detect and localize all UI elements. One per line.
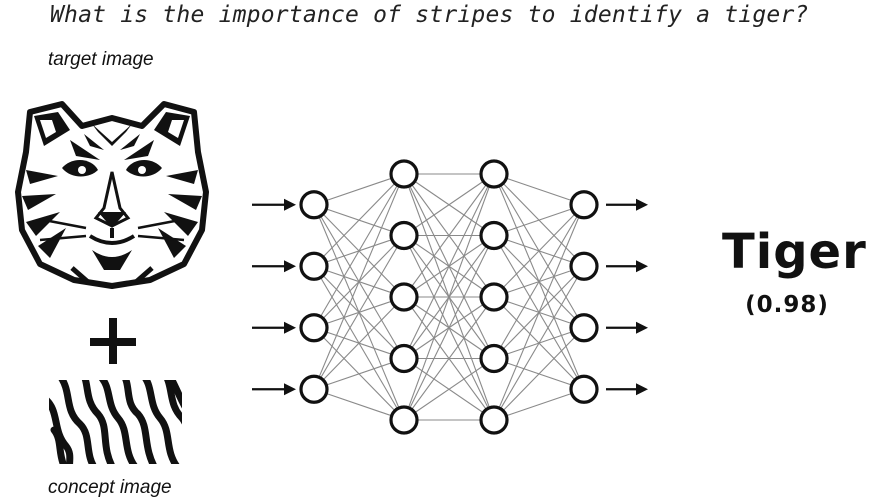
tiger-head-image — [15, 101, 209, 289]
network-edge — [403, 173, 495, 421]
arrow-icon — [252, 260, 296, 273]
network-edge — [313, 235, 405, 390]
arrow-icon — [606, 260, 648, 273]
prediction-label: Tiger — [722, 224, 867, 280]
network-node — [389, 282, 419, 312]
network-nodes — [299, 159, 599, 435]
network-node — [389, 159, 419, 189]
concept-image-caption: concept image — [48, 477, 172, 498]
network-node — [479, 343, 509, 374]
network-node — [299, 374, 329, 404]
plus-icon — [90, 318, 136, 364]
network-node — [299, 313, 329, 343]
network-node — [569, 251, 599, 281]
network-edge — [403, 296, 495, 421]
arrow-icon — [252, 198, 296, 211]
network-edge — [313, 173, 405, 390]
network-edge — [313, 357, 405, 390]
network-node — [299, 251, 329, 281]
arrow-icon — [606, 198, 648, 211]
network-node — [569, 313, 599, 343]
network-node — [569, 190, 599, 220]
network-edge — [313, 173, 405, 267]
network-node — [389, 343, 419, 374]
network-edge — [493, 173, 585, 206]
question-text: What is the importance of stripes to ide… — [50, 2, 809, 28]
arrow-icon — [252, 383, 296, 396]
network-edge — [403, 173, 495, 359]
network-edge — [493, 327, 585, 421]
arrow-icon — [252, 321, 296, 334]
network-node — [389, 220, 419, 251]
network-edge — [313, 296, 405, 390]
network-edge — [493, 265, 585, 421]
arrow-icon — [606, 383, 648, 396]
network-node — [479, 159, 509, 189]
network-edge — [313, 173, 405, 206]
network-node — [479, 220, 509, 251]
network-edge — [493, 204, 585, 421]
arrow-icon — [606, 321, 648, 334]
network-edge — [403, 173, 495, 298]
network-edge — [493, 204, 585, 359]
network-node — [479, 282, 509, 312]
network-edge — [313, 388, 405, 421]
network-node — [569, 374, 599, 404]
target-image-caption: target image — [48, 49, 154, 70]
network-edge — [493, 204, 585, 237]
network-edge — [493, 388, 585, 421]
network-edge — [313, 173, 405, 329]
network-arrows — [252, 198, 648, 396]
network-edge — [403, 235, 495, 421]
network-node — [299, 190, 329, 220]
network-edge — [493, 204, 585, 298]
prediction-score: (0.98) — [745, 292, 829, 318]
network-edge — [403, 358, 495, 421]
concept-stripes-image — [49, 380, 182, 464]
network-node — [479, 405, 509, 435]
network-edge — [403, 173, 495, 236]
network-node — [389, 405, 419, 435]
network-edges — [313, 173, 585, 421]
